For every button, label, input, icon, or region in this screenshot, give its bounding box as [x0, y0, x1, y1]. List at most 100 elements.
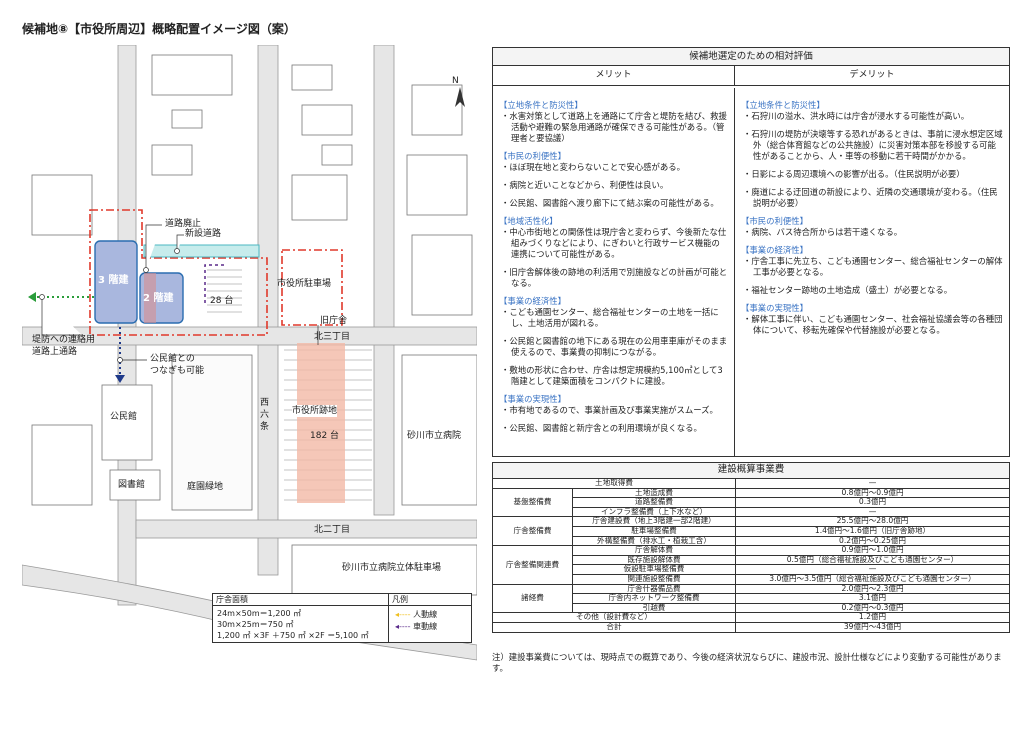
- evaluation-title: 候補地選定のための相対評価: [493, 48, 1009, 66]
- list-item: 石狩川の溢水、洪水時には庁舎が浸水する可能性が高い。: [741, 111, 1003, 122]
- label-new-road: 新設道路: [185, 229, 222, 239]
- legend-header: 凡例: [389, 594, 471, 606]
- list-item: 市有地であるので、事業計画及び事業実施がスムーズ。: [499, 405, 728, 416]
- label-connect-2: つなぎも可能: [150, 366, 205, 376]
- cost-value: 3.1億円: [735, 593, 1010, 604]
- list-item: 庁舎工事に先立ち、こども通園センター、総合福祉センターの解体工事が必要となる。: [741, 256, 1003, 278]
- cost-item: 道路整備費: [572, 497, 736, 508]
- label-road-closed: 道路廃止: [165, 219, 202, 229]
- label-old-office: 旧庁舎: [320, 316, 348, 326]
- cost-value: 0.9億円～1.0億円: [735, 545, 1010, 556]
- list-item: 水害対策として道路上を通路にて庁舎と堤防を結び、救援活動や避難の緊急用通路が確保…: [499, 111, 728, 144]
- cost-value: 3.0億円～3.5億円（総合福祉施設及びこども通園センター）: [735, 573, 1010, 585]
- evaluation-table: 候補地選定のための相対評価 メリット デメリット 【立地条件と防災性】水害対策と…: [492, 47, 1010, 457]
- cost-item: 仮設駐車場整備費: [572, 564, 736, 575]
- label-hospital-parking: 砂川市立病院立体駐車場: [342, 563, 442, 573]
- road: [117, 44, 137, 606]
- cost-title: 建設概算事業費: [492, 462, 1010, 479]
- cost-item: 駐車場整備費: [572, 525, 736, 537]
- cost-item: 関連施設整備費: [572, 573, 736, 585]
- north-arrow-icon: [455, 87, 465, 107]
- section-heading: 【地域活性化】: [499, 216, 558, 226]
- section-heading: 【事業の実現性】: [741, 303, 808, 313]
- demerit-header: デメリット: [849, 70, 895, 80]
- label-connect-1: 公民館との: [150, 354, 195, 364]
- list-item: 公民館、図書館へ渡り廊下にて結ぶ案の可能性がある。: [499, 198, 728, 209]
- cost-group: 庁舎整備費: [492, 516, 573, 547]
- cost-value: 1.2億円: [735, 612, 1010, 623]
- list-item: 石狩川の堤防が決壊等する恐れがあるときは、事前に浸水想定区域外（総合体育館などの…: [741, 129, 1003, 162]
- label-parking-182: 182 台: [310, 431, 340, 441]
- new-road: [143, 244, 260, 258]
- list-item: こども通園センター、総合福祉センターの土地を一括にし、土地活用が図れる。: [499, 307, 728, 329]
- vehicle-line-icon: ◂‑‑‑‑: [395, 622, 411, 631]
- demerits-column: 【立地条件と防災性】石狩川の溢水、洪水時には庁舎が浸水する可能性が高い。石狩川の…: [735, 88, 1009, 456]
- area-line: 24m×50m＝1,200 ㎡: [217, 609, 302, 618]
- cost-value: 1.4億円～1.6億円（旧庁舎跡地）: [735, 525, 1010, 537]
- list-item: 旧庁舎解体後の跡地の利活用で別施設などの計画が可能となる。: [499, 267, 728, 289]
- section-heading: 【立地条件と防災性】: [741, 100, 825, 110]
- section-heading: 【市民の利便性】: [741, 216, 808, 226]
- section-heading: 【立地条件と防災性】: [499, 100, 583, 110]
- cost-category: その他（設計費など）: [492, 612, 736, 623]
- legend-pedestrian: 人動線: [413, 610, 438, 619]
- list-item: 公民館と図書館の地下にある現在の公用車車庫がそのまま使えるので、事業費の抑制につ…: [499, 336, 728, 358]
- list-item: 解体工事に伴い、こども通園センター、社会福祉協議会等の各種団体について、移転先確…: [741, 314, 1003, 336]
- label-parking-28: 28 台: [210, 296, 234, 306]
- list-item: 敷地の形状に合わせ、庁舎は想定規模約5,100㎡として3階建として建築面積をコン…: [499, 365, 728, 387]
- section-heading: 【市民の利便性】: [499, 151, 566, 161]
- parking-boundary: [281, 249, 343, 326]
- label-levee-2: 道路上通路: [32, 347, 78, 357]
- pedestrian-line-icon: ◂‑‑‑‑: [395, 610, 411, 619]
- section-heading: 【事業の実現性】: [499, 394, 566, 404]
- list-item: 福祉センター跡地の土地造成（盛土）が必要となる。: [741, 285, 1003, 296]
- list-item: ほぼ現在地と変わらないことで安心感がある。: [499, 162, 728, 173]
- area-legend-box: 庁舎面積 24m×50m＝1,200 ㎡ 30m×25m＝750 ㎡ 1,200…: [212, 593, 472, 643]
- table-row: その他（設計費など）1.2億円: [492, 612, 1010, 623]
- cost-group: 基盤整備費: [492, 487, 573, 518]
- label-levee-1: 堤防への連絡用: [32, 335, 96, 345]
- area-line: 1,200 ㎡ ×3F ＋750 ㎡ ×2F ＝5,100 ㎡: [217, 631, 369, 640]
- merit-header: メリット: [493, 66, 735, 85]
- table-row: 土地取得費—: [492, 478, 1010, 489]
- label-garden: 庭園緑地: [187, 482, 224, 492]
- site-map: N 3 階建 2 階建 道路廃止 新設道路 28 台 市役所駐車場 旧庁舎 北三…: [21, 44, 478, 665]
- site-boundary: [89, 209, 268, 336]
- legend-vehicle: 車動線: [413, 622, 438, 631]
- cost-value: —: [735, 478, 1010, 489]
- cost-category: 土地取得費: [492, 478, 736, 489]
- list-item: 公民館、図書館と新庁舎との利用環境が良くなる。: [499, 423, 728, 434]
- label-kita2: 北二丁目: [314, 525, 351, 535]
- list-item: 病院と近いことなどから、利便性は良い。: [499, 180, 728, 191]
- label-city-parking: 市役所駐車場: [277, 279, 332, 289]
- cost-note: 注）建設事業費については、現時点での概算であり、今後の経済状況ならびに、建設市況…: [492, 652, 1002, 673]
- label-hospital: 砂川市立病院: [407, 431, 462, 441]
- table-row: 庁舎整備費庁舎建設費（地上3階建一部2階建）25.5億円～28.0億円: [492, 516, 1010, 547]
- label-library: 図書館: [118, 480, 146, 490]
- label-kouminkan: 公民館: [110, 412, 138, 422]
- cost-item: 庁舎解体費: [572, 545, 736, 556]
- vehicle-route: [204, 264, 227, 303]
- section-heading: 【事業の経済性】: [741, 245, 808, 255]
- label-kita3: 北三丁目: [314, 332, 351, 342]
- label-2f: 2 階建: [143, 293, 174, 304]
- cost-group: 庁舎整備関連費: [492, 545, 573, 585]
- merits-column: 【立地条件と防災性】水害対策として道路上を通路にて庁舎と堤防を結び、救援活動や避…: [493, 88, 735, 456]
- north-label: N: [452, 76, 459, 86]
- cost-value: —: [735, 564, 1010, 575]
- area-line: 30m×25m＝750 ㎡: [217, 620, 294, 629]
- cost-value: 0.3億円: [735, 497, 1010, 508]
- page-title: 候補地⑧【市役所周辺】概略配置イメージ図（案）: [22, 22, 296, 36]
- label-3f: 3 階建: [98, 275, 129, 286]
- list-item: 病院、バス待合所からは若干遠くなる。: [741, 227, 1003, 238]
- list-item: 廃道による迂回道の新設により、近隣の交通環境が変わる。（住民説明が必要）: [741, 187, 1003, 209]
- section-heading: 【事業の経済性】: [499, 296, 566, 306]
- list-item: 日影による周辺環境への影響が出る。（住民説明が必要）: [741, 169, 1003, 180]
- label-nishi6: 西六条: [260, 398, 270, 432]
- area-header: 庁舎面積: [213, 594, 388, 606]
